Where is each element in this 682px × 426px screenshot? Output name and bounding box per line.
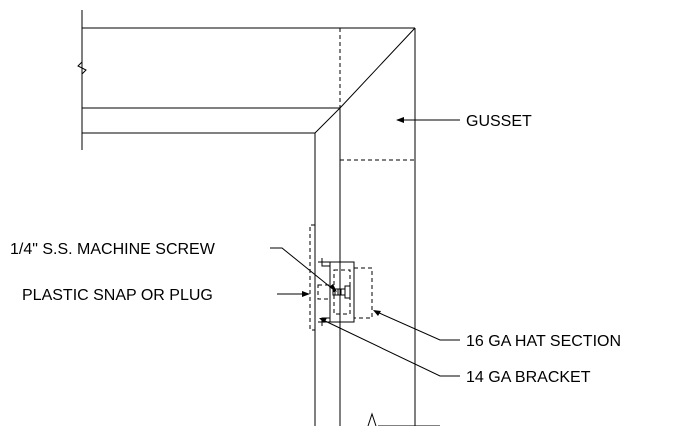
gusset-miter [314,27,416,161]
section-mark [367,412,377,426]
machine-screw [332,285,351,299]
label-hat-section: 16 GA HAT SECTION [466,333,621,350]
vertical-frame-member [314,28,416,426]
horizontal-frame-member [77,10,415,150]
label-machine-screw: 1/4" S.S. MACHINE SCREW [10,241,216,258]
leader-lines [270,117,460,377]
plastic-snap [317,284,331,300]
label-bracket: 14 GA BRACKET [466,369,591,386]
label-plastic-snap: PLASTIC SNAP OR PLUG [22,287,213,304]
label-gusset: GUSSET [466,113,532,130]
